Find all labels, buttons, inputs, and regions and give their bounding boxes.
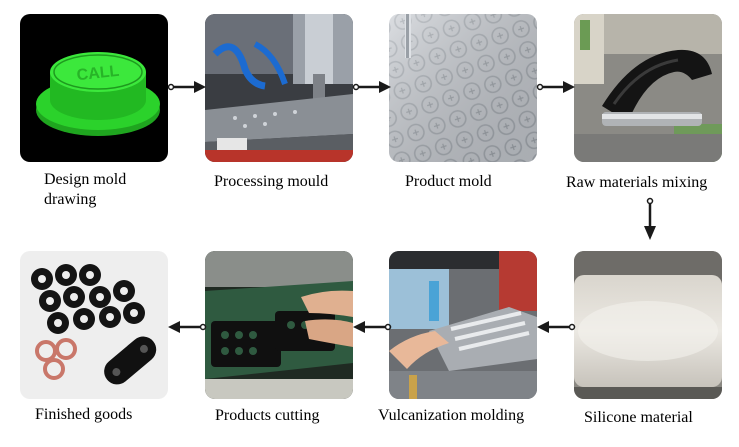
label-products-cutting: Products cutting bbox=[215, 407, 320, 424]
arrow-left-icon bbox=[537, 321, 576, 333]
step-product-mold-image bbox=[389, 14, 537, 162]
label-product-mold: Product mold bbox=[405, 173, 492, 190]
arrow-right-icon bbox=[352, 81, 391, 93]
call-embossed-text: CALL bbox=[76, 63, 120, 84]
label-design-mold-drawing: Design mold drawing bbox=[44, 171, 127, 208]
label-finished-goods: Finished goods bbox=[35, 406, 133, 423]
step-raw-materials-mixing-image bbox=[574, 14, 722, 162]
label-silicone-material: Silicone material bbox=[584, 409, 693, 426]
label-processing-mould: Processing mould bbox=[214, 173, 329, 190]
step-processing-mould-image bbox=[205, 14, 353, 162]
step-products-cutting-image bbox=[205, 251, 353, 399]
step-design-mold-drawing-image: CALL bbox=[20, 14, 168, 162]
arrow-right-icon bbox=[536, 81, 575, 93]
label-raw-materials-mixing: Raw materials mixing bbox=[566, 174, 708, 191]
label-vulcanization-molding: Vulcanization molding bbox=[378, 407, 525, 424]
arrow-left-icon bbox=[353, 321, 392, 333]
step-finished-goods-image bbox=[20, 251, 168, 399]
arrow-left-icon bbox=[168, 321, 207, 333]
arrow-down-icon bbox=[644, 197, 656, 240]
arrow-right-icon bbox=[167, 81, 206, 93]
step-silicone-material-image bbox=[574, 251, 722, 399]
step-vulcanization-molding-image bbox=[389, 251, 537, 399]
